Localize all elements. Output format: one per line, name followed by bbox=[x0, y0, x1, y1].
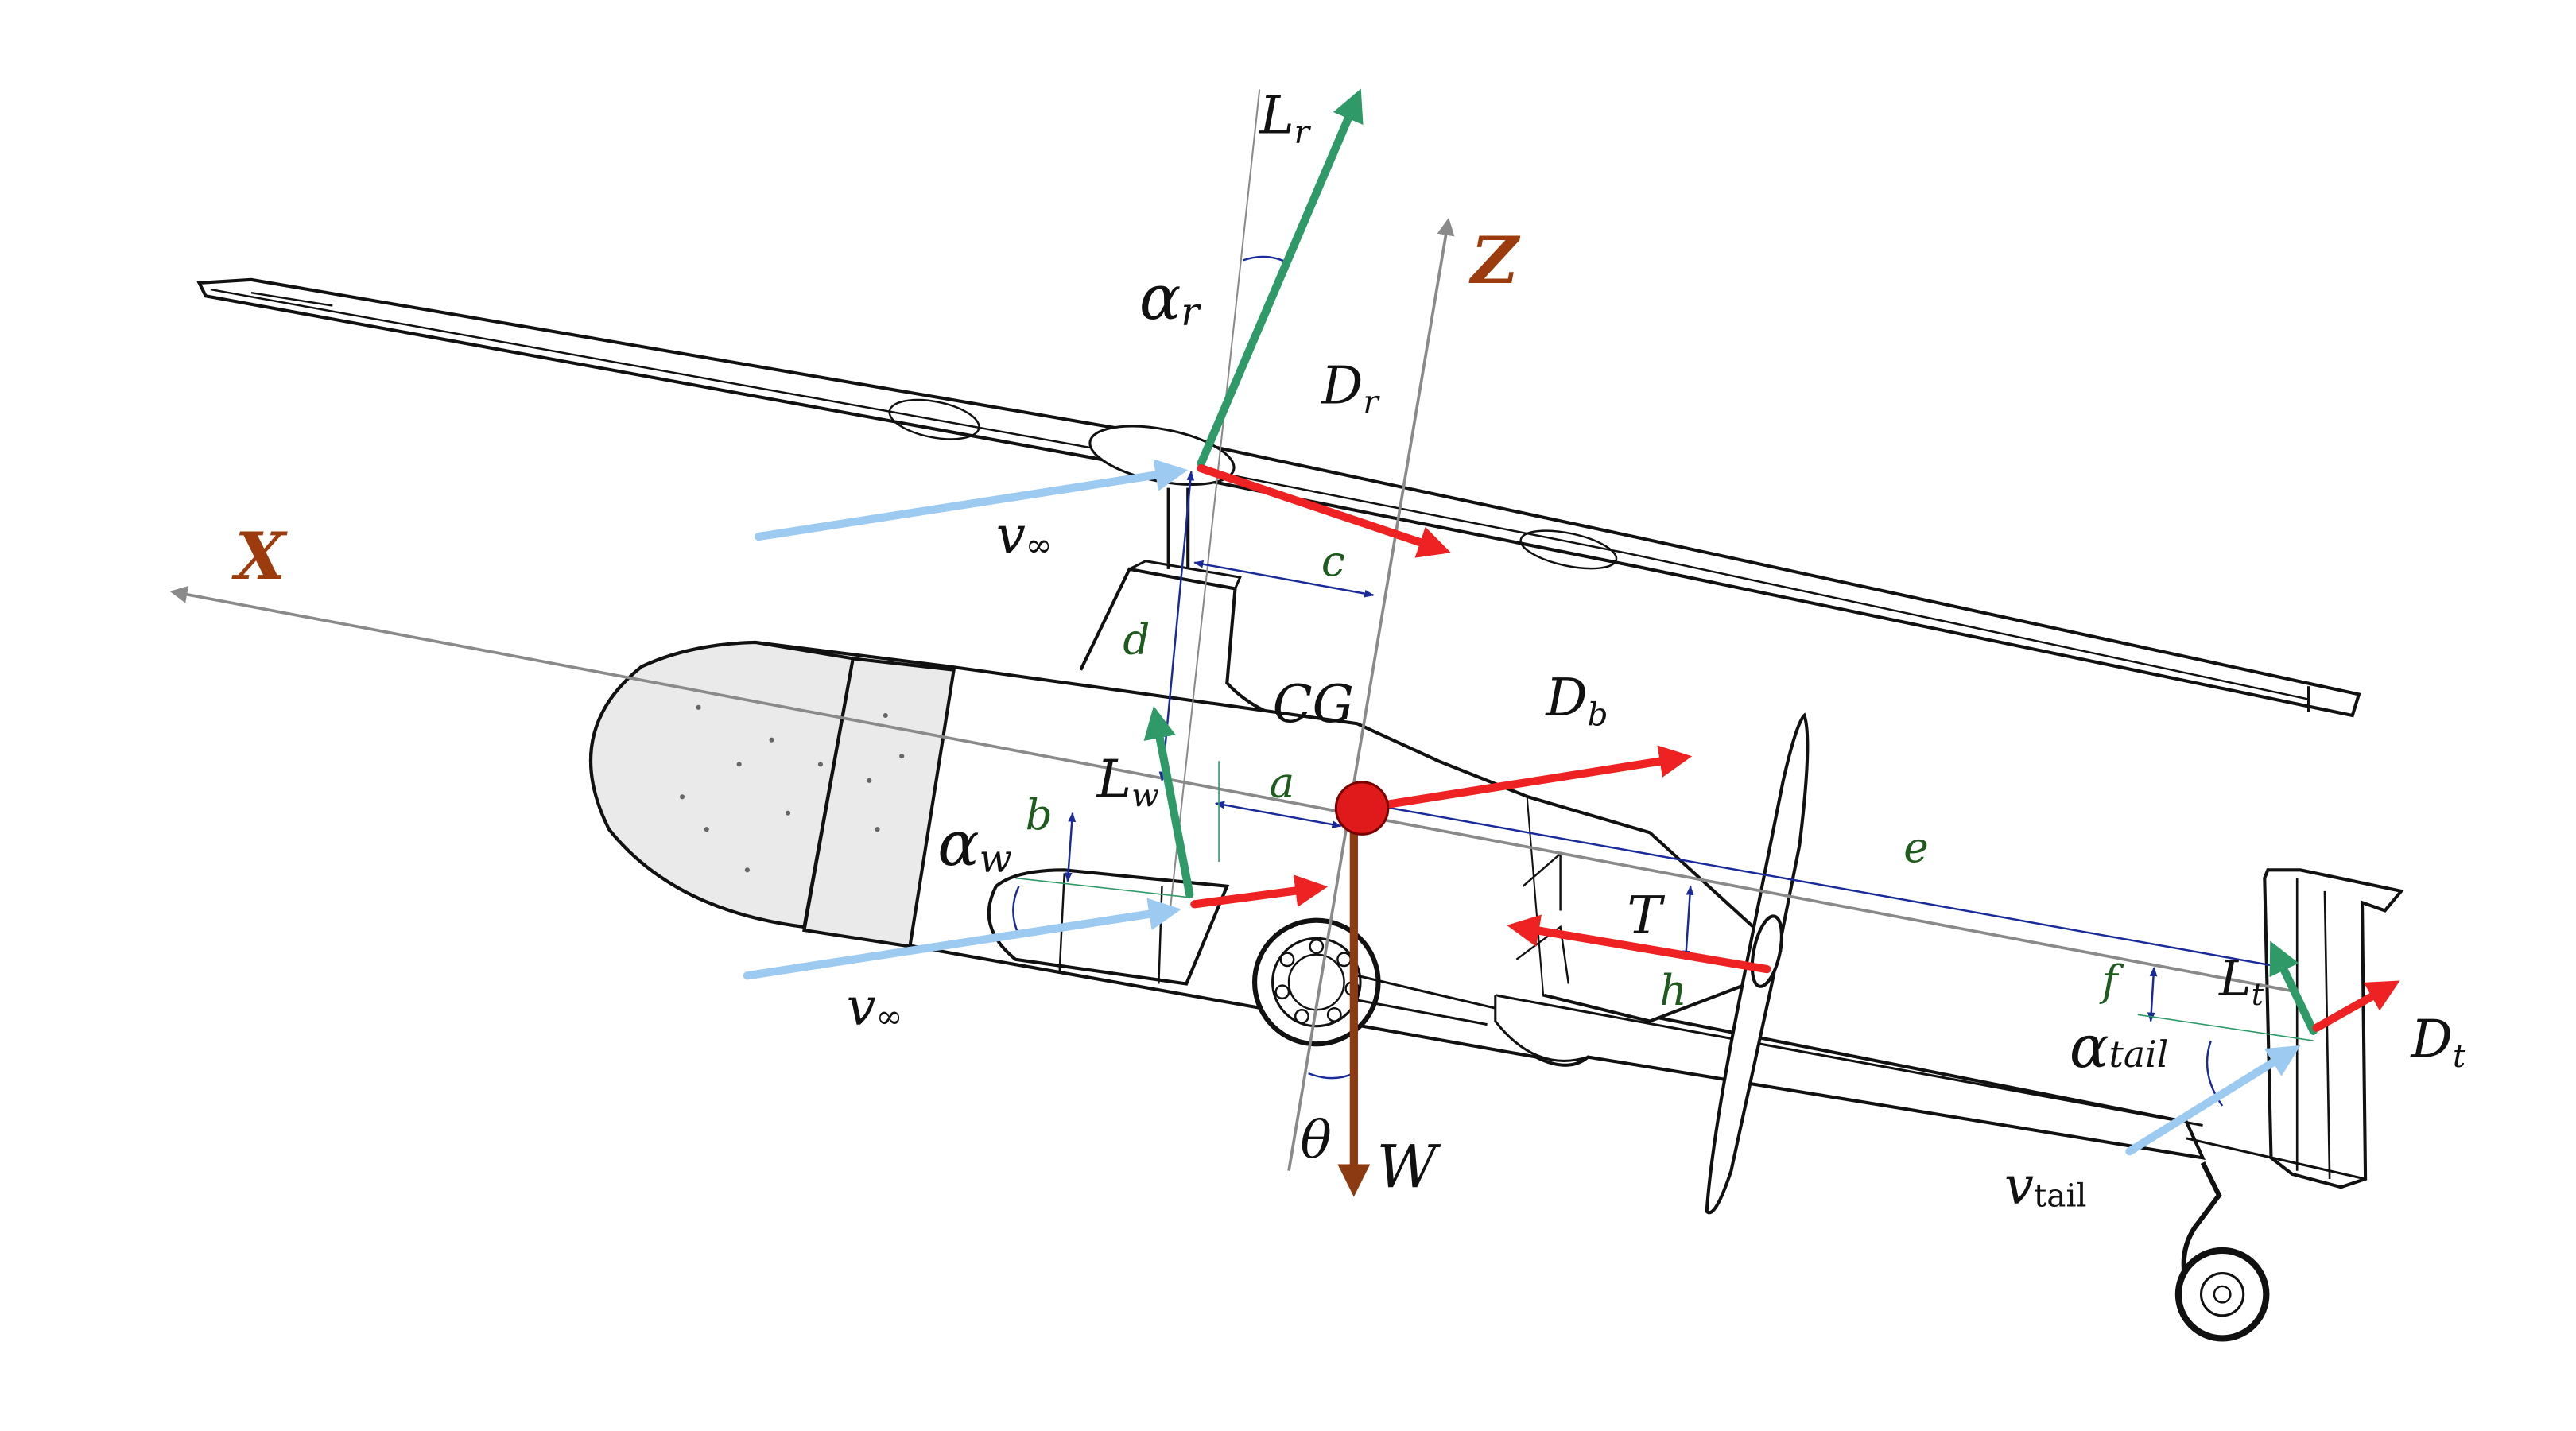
wing-velocity-label: v∞ bbox=[847, 977, 903, 1037]
dim-c-line bbox=[1193, 560, 1375, 598]
dimension-labels: c d a b e f h bbox=[1026, 537, 2124, 1015]
rotor-lift-label: Lr bbox=[1259, 86, 1311, 151]
wing-lift-arrow bbox=[1143, 705, 1194, 899]
cg-label: CG bbox=[1273, 674, 1354, 735]
z-axis-label: Z bbox=[1468, 223, 1521, 299]
rotor-lift-arrow bbox=[1197, 88, 1364, 468]
wing-velocity-arrow bbox=[743, 898, 1181, 980]
thrust-label: T bbox=[1627, 886, 1665, 946]
dim-f-label: f bbox=[2099, 956, 2124, 1006]
body-drag-arrow bbox=[1369, 745, 1693, 811]
tail-lift-label: Lt bbox=[2218, 951, 2264, 1012]
dim-f-line bbox=[2147, 966, 2158, 1022]
weight-label: W bbox=[1376, 1134, 1441, 1201]
dim-e-line bbox=[1372, 802, 2286, 970]
dimension-lines bbox=[1012, 255, 2314, 1107]
dim-e-label: e bbox=[1903, 823, 1928, 872]
dim-h-label: h bbox=[1659, 966, 1686, 1015]
fuselage-icon bbox=[588, 640, 2206, 1161]
rotor-velocity-label: v∞ bbox=[996, 505, 1053, 565]
dim-b-label: b bbox=[1026, 790, 1053, 840]
tail-velocity-arrow bbox=[2125, 1045, 2301, 1156]
rotor-drag-arrow bbox=[1197, 463, 1451, 558]
rotor-drag-label: Dr bbox=[1321, 355, 1380, 421]
thrust-arrow bbox=[1507, 914, 1771, 974]
diagram-labels: Lr αr Dr v∞ CG Db Lw αw v∞ T θ W Lt αtai… bbox=[847, 86, 2466, 1216]
tail-angle-label: αtail bbox=[2070, 1014, 2168, 1081]
tail-lift-arrow bbox=[2269, 940, 2318, 1035]
dim-d-label: d bbox=[1123, 615, 1150, 664]
cg-marker bbox=[1334, 781, 1390, 836]
angle-alpha-r-arc bbox=[1243, 255, 1290, 265]
dim-a-line bbox=[1214, 801, 1342, 828]
z-axis-line bbox=[1287, 217, 1455, 1172]
tail-drag-label: Dt bbox=[2410, 1010, 2465, 1075]
tail-wheel-icon bbox=[2174, 1247, 2270, 1342]
rotor-angle-label: αr bbox=[1139, 262, 1201, 335]
wing-angle-label: αw bbox=[937, 809, 1012, 881]
rotor-velocity-arrow bbox=[755, 459, 1189, 541]
tail-drag-arrow bbox=[2312, 980, 2400, 1032]
dim-c-label: c bbox=[1321, 537, 1345, 586]
wing-lift-label: Lw bbox=[1096, 749, 1159, 814]
dim-h-line bbox=[1682, 885, 1694, 961]
dim-b-line bbox=[1064, 812, 1077, 882]
x-axis-label: X bbox=[231, 518, 289, 595]
tail-velocity-label: vtail bbox=[2004, 1156, 2086, 1216]
angle-theta-arc bbox=[1308, 1072, 1355, 1080]
pitch-angle-label: θ bbox=[1300, 1110, 1331, 1170]
force-vectors bbox=[743, 88, 2400, 1197]
tail-fin-icon bbox=[2181, 868, 2404, 1286]
dim-a-label: a bbox=[1269, 758, 1294, 807]
wing-drag-arrow bbox=[1190, 874, 1329, 909]
landing-wheel-icon bbox=[1252, 917, 1496, 1047]
body-drag-label: Db bbox=[1545, 668, 1608, 733]
